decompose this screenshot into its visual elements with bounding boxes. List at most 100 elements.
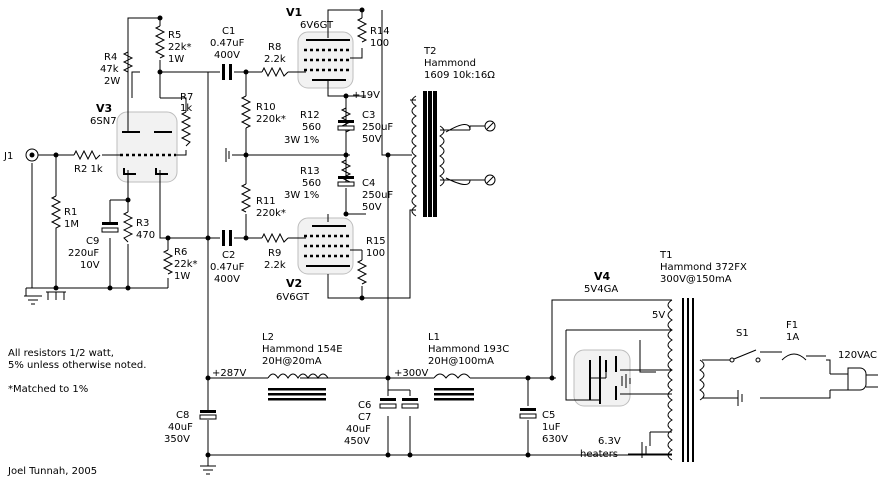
- c7-ref: C7: [358, 412, 371, 423]
- r8-ref: R8: [268, 42, 281, 53]
- c2-ref: C2: [222, 250, 235, 261]
- c3-value: 250uF: [362, 122, 393, 133]
- r14-ref: R14: [370, 26, 390, 37]
- r2-label: R2 1k: [74, 164, 103, 175]
- v3-type: 6SN7: [90, 116, 117, 127]
- r13-value: 560: [302, 178, 321, 189]
- plus19-label: +19V: [352, 90, 380, 101]
- r8-value: 2.2k: [264, 54, 286, 65]
- author-credit: Joel Tunnah, 2005: [7, 466, 97, 477]
- r6-rating: 1W: [174, 271, 190, 282]
- note-resistors-line1: All resistors 1/2 watt,: [8, 348, 114, 359]
- v2-ref: V2: [286, 277, 302, 290]
- c5-capacitor: [520, 408, 536, 411]
- c2-capacitor: [222, 230, 225, 246]
- v2-pentode: [304, 225, 350, 267]
- note-resistors-line2: 5% unless otherwise noted.: [8, 360, 146, 371]
- r1-resistor: [50, 195, 62, 236]
- t1-rating: 300V@150mA: [660, 274, 732, 285]
- c9-rating: 10V: [80, 260, 100, 271]
- c2-value: 0.47uF: [210, 262, 245, 273]
- r7-ref: R7: [180, 92, 193, 103]
- c7-rating: 450V: [344, 436, 370, 447]
- v2-envelope: [297, 217, 354, 275]
- r3-value: 470: [136, 230, 155, 241]
- r15-resistor: [356, 259, 368, 285]
- v4-rectifier: [589, 356, 617, 404]
- r2-resistor: [73, 149, 101, 161]
- c4-rating: 50V: [362, 202, 382, 213]
- l2-rating: 20H@20mA: [262, 356, 322, 367]
- r4-ref: R4: [104, 52, 117, 63]
- r6-resistor: [162, 249, 174, 275]
- c9-value: 220uF: [68, 248, 99, 259]
- r11-ref: R11: [256, 196, 276, 207]
- r5-rating: 1W: [168, 54, 184, 65]
- r5-ref: R5: [168, 30, 181, 41]
- r1-value: 1M: [64, 219, 79, 230]
- v1-envelope: [297, 31, 354, 89]
- plus300-label: +300V: [394, 368, 428, 379]
- r11-resistor: [240, 183, 252, 213]
- r10-resistor: [240, 95, 252, 129]
- r8-resistor: [261, 66, 289, 78]
- note-matched: *Matched to 1%: [8, 384, 88, 395]
- r15-value: 100: [366, 248, 385, 259]
- r1-ref: R1: [64, 207, 77, 218]
- r15-ref: R15: [366, 236, 386, 247]
- f1-value: 1A: [786, 332, 799, 343]
- heaters-voltage: 6.3V: [598, 436, 621, 447]
- l2-choke: [267, 373, 329, 401]
- r12-rating: 3W 1%: [284, 135, 319, 146]
- c3-rating: 50V: [362, 134, 382, 145]
- v3-ref: V3: [96, 102, 112, 115]
- v4-ref: V4: [594, 270, 611, 283]
- c7-capacitor: [402, 398, 418, 401]
- r12-value: 560: [302, 122, 321, 133]
- fivev-label: 5V: [652, 310, 665, 321]
- c8-rating: 350V: [164, 434, 190, 445]
- c8-capacitor: [200, 410, 216, 413]
- r5-resistor: [154, 25, 166, 59]
- l2-model: Hammond 154E: [262, 344, 343, 355]
- c1-capacitor: [222, 64, 225, 80]
- v2-type: 6V6GT: [276, 292, 310, 303]
- ground-symbols: [24, 148, 743, 475]
- c7-value: 40uF: [346, 424, 371, 435]
- r4-value: 47k: [100, 64, 119, 75]
- r13-rating: 3W 1%: [284, 190, 319, 201]
- r7-value: 1k: [180, 103, 192, 114]
- component-labels: J1 R1 1M R2 1k R4 47k 2W R5 22k* 1W V3 6…: [3, 6, 877, 477]
- t1-ref: T1: [659, 250, 672, 261]
- c4-ref: C4: [362, 178, 375, 189]
- c6-capacitor: [380, 398, 396, 401]
- resistors: [50, 17, 368, 285]
- junction-dots: [53, 7, 555, 458]
- plus287-label: +287V: [212, 368, 246, 379]
- c1-ref: C1: [222, 26, 235, 37]
- c9-ref: C9: [86, 236, 99, 247]
- heaters-label: heaters: [580, 449, 618, 460]
- v1-ref: V1: [286, 6, 302, 19]
- r10-value: 220k*: [256, 114, 286, 125]
- j1-label: J1: [3, 151, 13, 162]
- c5-ref: C5: [542, 410, 555, 421]
- mains-label: 120VAC: [838, 350, 877, 361]
- c3-ref: C3: [362, 110, 375, 121]
- c8-value: 40uF: [168, 422, 193, 433]
- t1-power-transformer: [667, 298, 705, 462]
- l2-ref: L2: [262, 332, 274, 343]
- r10-ref: R10: [256, 102, 276, 113]
- c8-ref: C8: [176, 410, 189, 421]
- t2-output-transformer: [411, 91, 445, 217]
- r6-ref: R6: [174, 247, 187, 258]
- s1-switch-icon: [729, 349, 761, 363]
- capacitors: [101, 64, 537, 420]
- t1-model: Hammond 372FX: [660, 262, 747, 273]
- r13-ref: R13: [300, 166, 320, 177]
- f1-ref: F1: [786, 320, 798, 331]
- r5-value: 22k*: [168, 42, 192, 53]
- l1-model: Hammond 193C: [428, 344, 509, 355]
- r7-resistor: [180, 111, 192, 147]
